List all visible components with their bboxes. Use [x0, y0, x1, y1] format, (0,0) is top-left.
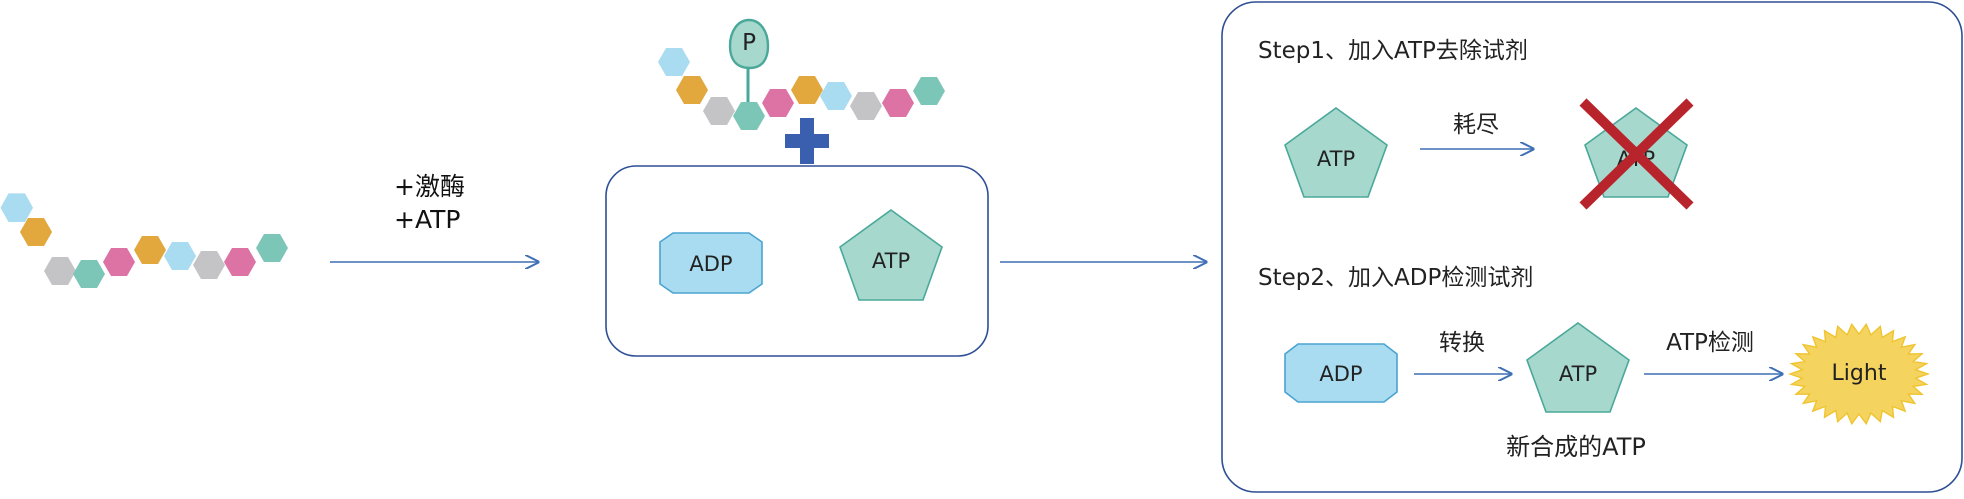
- atp-pentagon: [839, 209, 943, 301]
- detection-panel: [1221, 1, 1963, 493]
- adp-shape: [1284, 343, 1398, 403]
- amino-acid-hexagon: [44, 257, 76, 285]
- atp-label: ATP: [1317, 147, 1355, 171]
- amino-acid-hexagon: [193, 251, 225, 279]
- amino-acid-hexagon: [850, 92, 882, 120]
- light-label: Light: [1832, 361, 1887, 386]
- amino-acid-hexagon: [703, 97, 735, 125]
- reagent-kinase-label: +激酶: [394, 172, 465, 201]
- amino-acid-hexagon: [103, 248, 135, 276]
- products-box: [605, 165, 989, 357]
- amino-acid-hexagon: [20, 218, 52, 246]
- detect-label: ATP检测: [1666, 330, 1754, 356]
- deplete-label: 耗尽: [1453, 112, 1499, 138]
- amino-acid-hexagon: [820, 82, 852, 110]
- atp-label: ATP: [1559, 362, 1597, 386]
- new-atp-caption: 新合成的ATP: [1506, 433, 1646, 461]
- step1-title: Step1、加入ATP去除试剂: [1258, 38, 1528, 64]
- cross-icon: [1579, 98, 1694, 210]
- amino-acid-hexagon: [256, 234, 288, 262]
- adp-shape: [659, 232, 763, 294]
- phosphate-label: P: [742, 30, 756, 56]
- amino-acid-hexagon: [913, 77, 945, 105]
- phosphate-group: [728, 18, 770, 70]
- atp-label: ATP: [872, 249, 910, 273]
- atp-pentagon: [1526, 322, 1630, 413]
- plus-icon: [785, 118, 829, 164]
- reagent-atp-label: +ATP: [394, 205, 460, 234]
- amino-acid-hexagon: [73, 260, 105, 288]
- light-burst-icon: [1787, 322, 1931, 426]
- amino-acid-hexagon: [762, 89, 794, 117]
- phosphorylated-peptide-chain: P: [658, 18, 945, 130]
- atp-pentagon: [1284, 107, 1388, 198]
- amino-acid-hexagon: [0, 193, 33, 222]
- adp-label: ADP: [1319, 362, 1362, 386]
- amino-acid-hexagon: [658, 48, 690, 76]
- amino-acid-hexagon: [791, 76, 823, 104]
- adp-label: ADP: [689, 252, 732, 276]
- substrate-peptide-chain: [0, 193, 288, 288]
- amino-acid-hexagon: [164, 242, 196, 270]
- step2-title: Step2、加入ADP检测试剂: [1258, 265, 1533, 291]
- amino-acid-hexagon: [733, 102, 765, 130]
- amino-acid-hexagon: [882, 89, 914, 117]
- amino-acid-hexagon: [676, 76, 708, 104]
- convert-label: 转换: [1439, 330, 1485, 356]
- amino-acid-hexagon: [224, 248, 256, 276]
- amino-acid-hexagon: [134, 236, 166, 264]
